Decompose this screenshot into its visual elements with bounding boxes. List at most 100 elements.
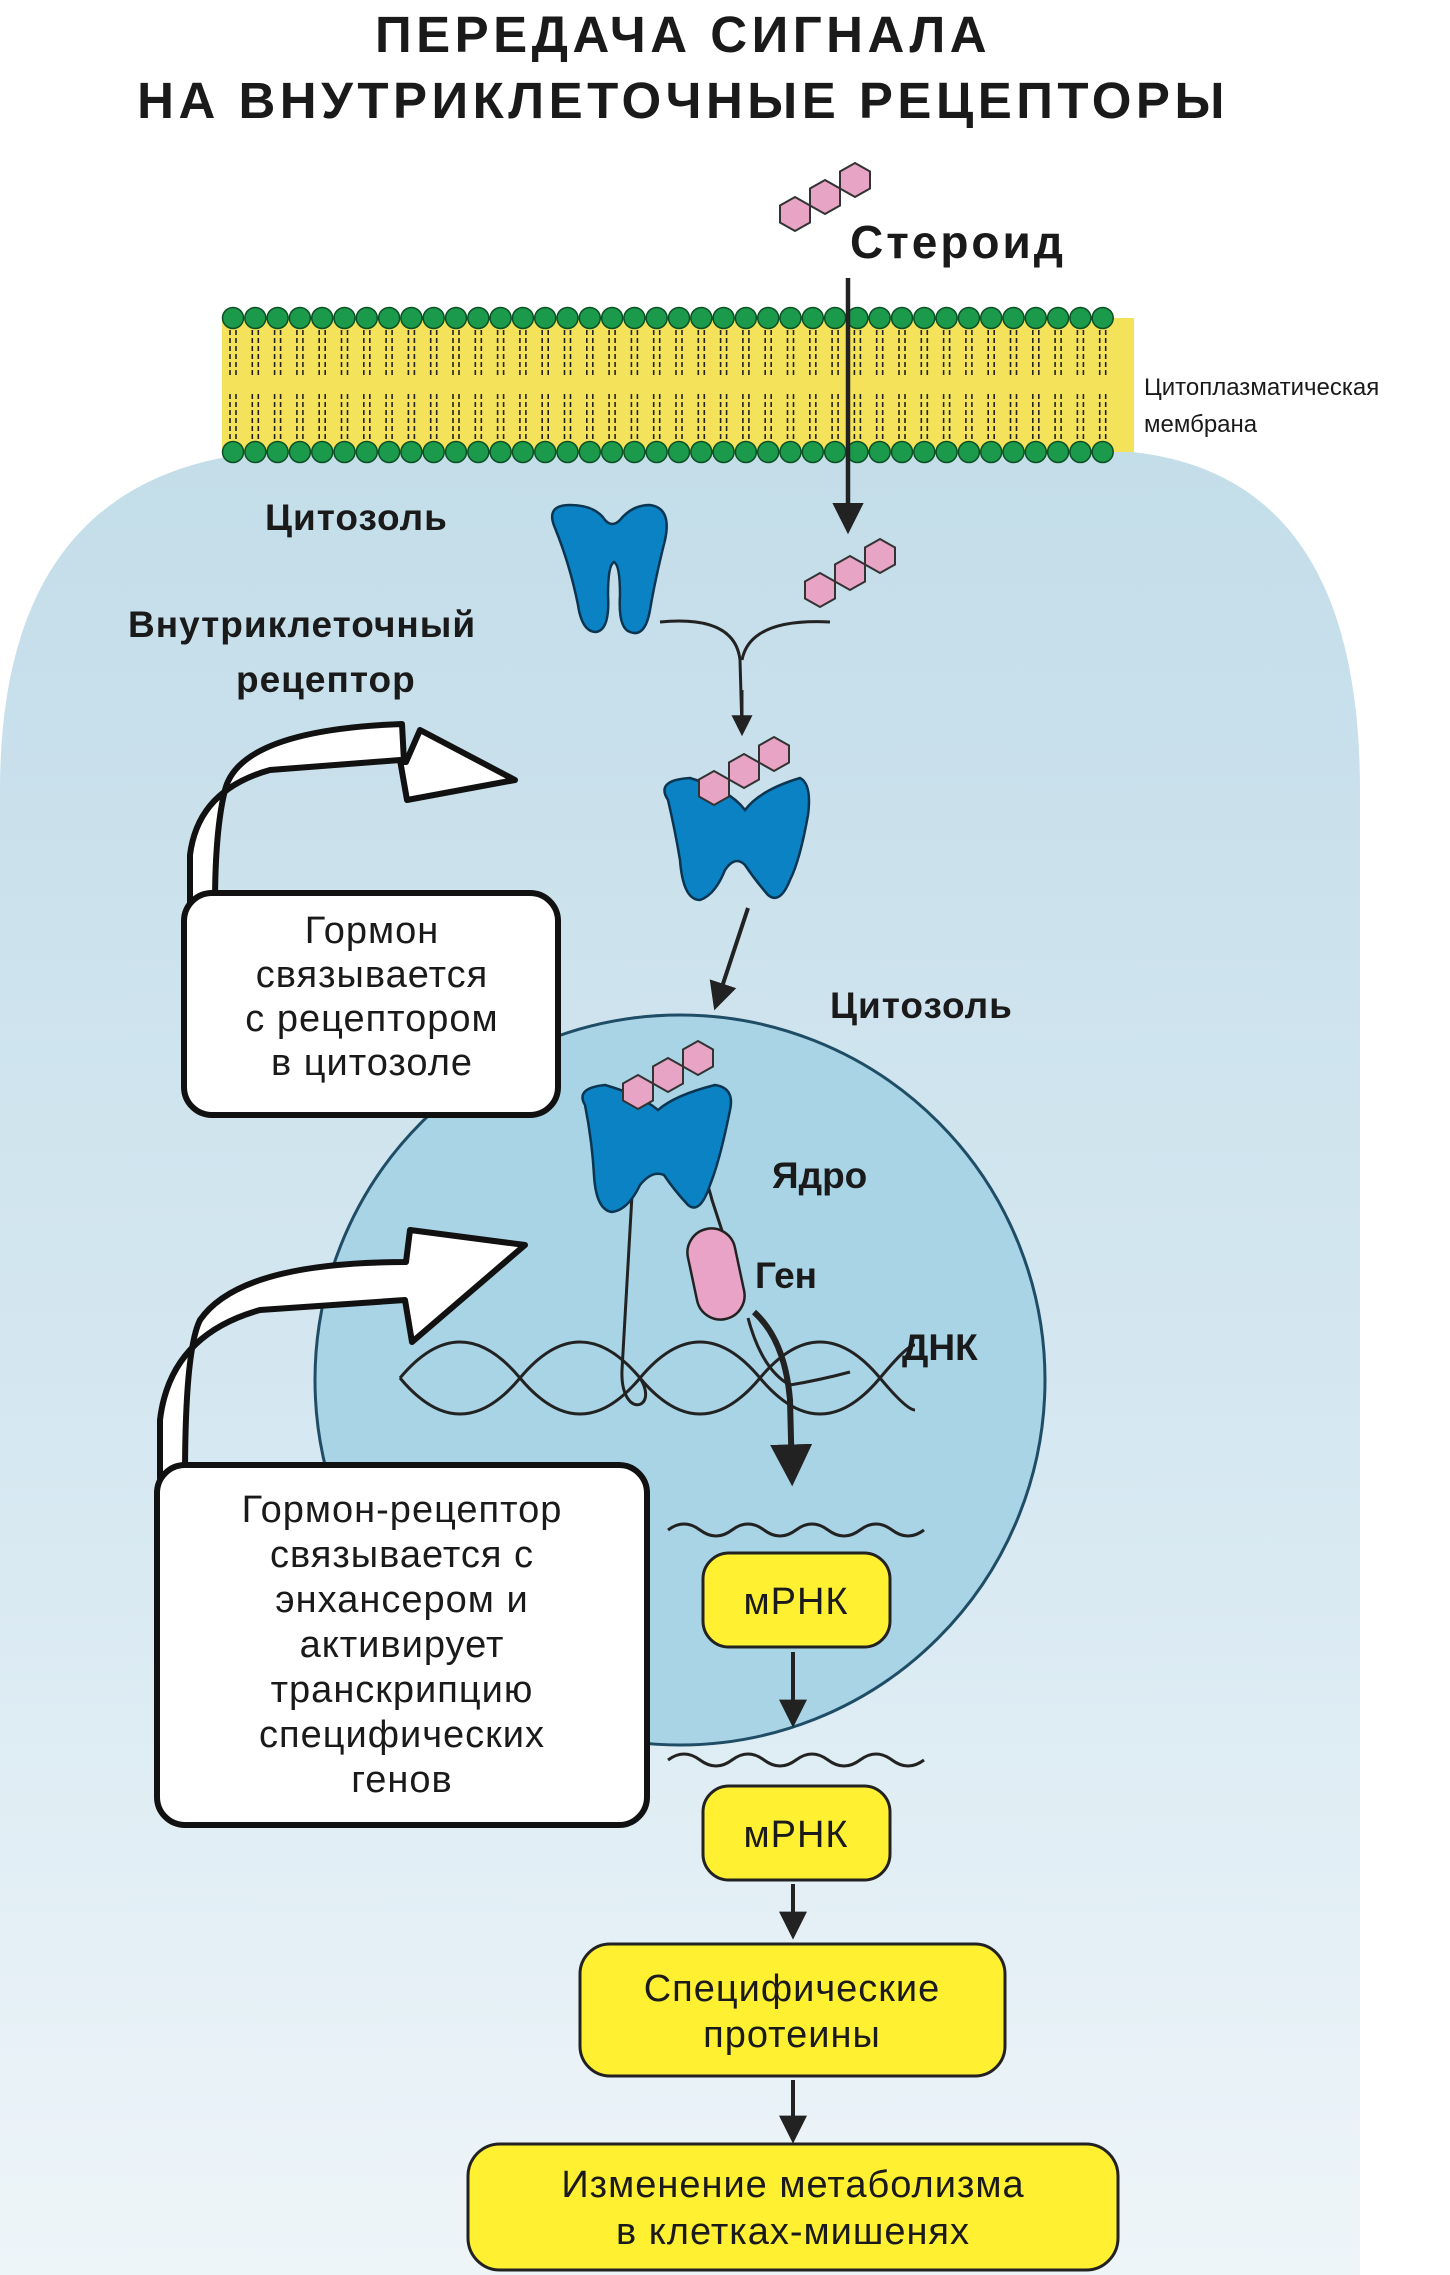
lipid-head bbox=[623, 306, 646, 330]
lipid-head bbox=[1069, 440, 1092, 464]
lipid-head bbox=[511, 306, 535, 330]
receptor-label-line-1: Внутриклеточный bbox=[128, 604, 476, 645]
lipid-head bbox=[266, 306, 289, 330]
lipid-head bbox=[756, 440, 780, 464]
callout-2-line-4: активирует bbox=[300, 1624, 505, 1666]
callout-2-arrow bbox=[157, 1227, 528, 1481]
mrna-box-cytosol-label: мРНК bbox=[743, 1814, 848, 1856]
receptor-label-line-2: рецептор bbox=[236, 659, 416, 700]
gene bbox=[686, 1227, 746, 1321]
lipid-head bbox=[467, 440, 490, 464]
mrna-box-nucleus-label: мРНК bbox=[743, 1581, 848, 1623]
dna-label: ДНК bbox=[902, 1327, 978, 1368]
receptor-hormone-complex-nucleus bbox=[581, 1083, 733, 1214]
lipid-head bbox=[779, 440, 802, 464]
lipid-head bbox=[1046, 440, 1070, 464]
callout-2-box bbox=[154, 1462, 650, 1828]
lipid-head bbox=[1024, 306, 1048, 330]
lipid-head bbox=[779, 306, 802, 330]
lipid-head bbox=[355, 306, 379, 330]
lipid-head bbox=[221, 306, 245, 330]
lipid-head bbox=[823, 440, 847, 464]
lipid-head bbox=[355, 440, 379, 464]
metabolism-box bbox=[466, 2142, 1120, 2272]
lipid-head bbox=[979, 306, 1003, 330]
lipid-head bbox=[734, 306, 758, 330]
lipid-head bbox=[868, 306, 891, 330]
callout-2: Гормон-рецептор связывается с энхансером… bbox=[154, 1227, 650, 1828]
lipid-head bbox=[377, 440, 401, 464]
transcription-arrow bbox=[751, 1309, 813, 1487]
lipid-head bbox=[756, 306, 780, 330]
lipid-head bbox=[333, 306, 356, 330]
proteins-box-line-2: протеины bbox=[703, 2014, 881, 2056]
lipid-head bbox=[489, 440, 512, 464]
lipid-head bbox=[533, 440, 557, 464]
lipid-head bbox=[400, 306, 423, 330]
intracellular-receptor-free bbox=[550, 503, 668, 635]
lipid-head bbox=[244, 440, 267, 464]
lipid-head bbox=[645, 440, 668, 464]
lipid-head bbox=[467, 306, 490, 330]
lipid-head bbox=[422, 306, 445, 330]
lipid-head bbox=[1069, 306, 1092, 330]
lipid-head bbox=[1046, 306, 1070, 330]
lipid-head bbox=[1091, 306, 1114, 330]
lipid-head bbox=[913, 306, 936, 330]
receptor-hormone-complex-cytosol bbox=[663, 776, 811, 902]
lipid-head bbox=[712, 440, 735, 464]
callout-1-line-3: с рецептором bbox=[245, 998, 498, 1040]
translocation-arrow bbox=[709, 907, 750, 1011]
mrna-box-nucleus bbox=[701, 1551, 892, 1649]
lipid-head bbox=[913, 440, 936, 464]
callout-1: Гормон связывается с рецептором в цитозо… bbox=[181, 721, 561, 1118]
lipid-head bbox=[266, 440, 289, 464]
callout-2-line-5: транскрипцию bbox=[271, 1669, 534, 1711]
nucleus-label: Ядро bbox=[772, 1155, 867, 1196]
lipid-head bbox=[444, 440, 468, 464]
callout-2-line-7: генов bbox=[351, 1759, 452, 1801]
lipid-head bbox=[489, 306, 512, 330]
lipid-head bbox=[244, 306, 267, 330]
cytoplasmic-membrane bbox=[221, 306, 1134, 464]
callout-2-line-3: энхансером и bbox=[275, 1579, 528, 1621]
lipid-head bbox=[600, 440, 624, 464]
lipid-head bbox=[734, 440, 758, 464]
membrane-label-line-2: мембрана bbox=[1144, 411, 1258, 438]
lipid-head bbox=[667, 306, 691, 330]
proteins-box-line-1: Специфические bbox=[644, 1968, 941, 2010]
lipid-head bbox=[444, 306, 468, 330]
metabolism-box-line-1: Изменение метаболизма bbox=[561, 2164, 1024, 2206]
binding-path-right bbox=[740, 620, 831, 661]
lipid-head bbox=[1024, 440, 1048, 464]
binding-path-left bbox=[659, 619, 744, 731]
lipid-head bbox=[690, 306, 713, 330]
lipid-head bbox=[935, 440, 958, 464]
lipid-head bbox=[645, 306, 668, 330]
mrna-strand-nucleus bbox=[667, 1522, 925, 1538]
lipid-head bbox=[1002, 440, 1025, 464]
lipid-head bbox=[422, 440, 445, 464]
proteins-box bbox=[578, 1942, 1007, 2078]
steroid-label: Стероид bbox=[850, 216, 1066, 268]
title-line-1: ПЕРЕДАЧА СИГНАЛА bbox=[375, 6, 991, 63]
lipid-head bbox=[310, 440, 334, 464]
lipid-head bbox=[823, 306, 847, 330]
lipid-head bbox=[221, 440, 245, 464]
lipid-head bbox=[979, 440, 1003, 464]
lipid-head bbox=[623, 440, 646, 464]
membrane-label-line-1: Цитоплазматическая bbox=[1144, 374, 1379, 401]
lipid-head bbox=[1091, 440, 1114, 464]
lipid-head bbox=[288, 440, 312, 464]
lipid-head bbox=[578, 440, 602, 464]
lipid-head bbox=[511, 440, 535, 464]
lipid-head bbox=[957, 440, 981, 464]
metabolism-box-line-2: в клетках-мишенях bbox=[616, 2211, 970, 2253]
lipid-head bbox=[890, 440, 914, 464]
lipid-head bbox=[400, 440, 423, 464]
gene-label: Ген bbox=[755, 1255, 817, 1296]
callout-1-line-2: связывается bbox=[256, 954, 488, 996]
title-line-2: НА ВНУТРИКЛЕТОЧНЫЕ РЕЦЕПТОРЫ bbox=[137, 72, 1229, 129]
lipid-head bbox=[868, 440, 891, 464]
